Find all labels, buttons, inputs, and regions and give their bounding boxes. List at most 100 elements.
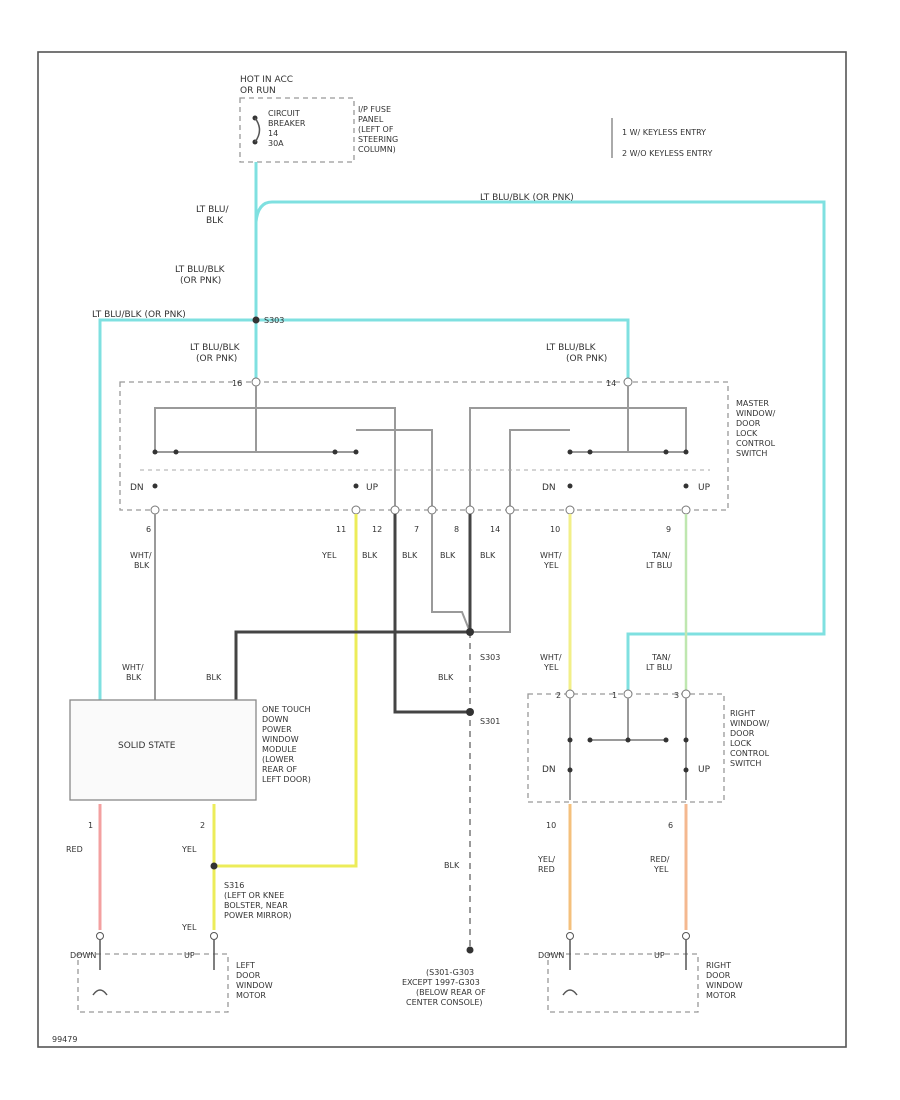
breaker-label-1: CIRCUIT <box>268 109 300 118</box>
color-wht-yel-1b: YEL <box>543 561 559 570</box>
left-motor-1: LEFT <box>236 961 255 970</box>
color-wht-blk-1b: BLK <box>134 561 150 570</box>
wire-label-blk-1: BLK <box>206 216 224 226</box>
module-color-wht-blk-2: BLK <box>126 673 142 682</box>
color-yel-2: YEL <box>181 845 197 854</box>
hot-label-1: HOT IN ACC <box>240 75 293 85</box>
right-switch-5: CONTROL <box>730 749 770 758</box>
pin-12-label: 12 <box>372 525 382 534</box>
legend-2: 2 W/O KEYLESS ENTRY <box>622 149 712 158</box>
wire-label-ltblu-4: LT BLU/BLK <box>546 343 597 353</box>
pin-8-label: 8 <box>454 525 459 534</box>
right-color-wht-yel-2: YEL <box>543 663 559 672</box>
s316-1: S316 <box>224 881 244 890</box>
ip-label-5: COLUMN) <box>358 145 396 154</box>
right-switch-internal <box>569 698 687 800</box>
ip-label-4: STEERING <box>358 135 398 144</box>
wire-label-ltblu-3: LT BLU/BLK <box>190 343 241 353</box>
right-up: UP <box>698 765 711 775</box>
wire-label-orpnk-4: (OR PNK) <box>566 354 607 364</box>
right-switch-box <box>527 693 725 803</box>
master-internal-right <box>469 386 687 510</box>
left-motor-symbol <box>92 940 215 996</box>
right-dn: DN <box>542 765 556 775</box>
wire-label-ltblu-1: LT BLU/ <box>196 205 229 215</box>
right-switch-1: RIGHT <box>730 709 755 718</box>
master-label-6: SWITCH <box>736 449 767 458</box>
pin-6-label: 6 <box>146 525 151 534</box>
one-touch-2: DOWN <box>262 715 288 724</box>
breaker-label-3: 14 <box>268 129 278 138</box>
g301-4: CENTER CONSOLE) <box>406 998 483 1007</box>
master-pin-16 <box>251 377 261 387</box>
right-motor-2: DOOR <box>706 971 731 980</box>
one-touch-5: MODULE <box>262 745 297 754</box>
g301-3: (BELOW REAR OF <box>416 988 486 997</box>
right-motor-pin-b <box>682 932 690 940</box>
pin-11-label: 11 <box>336 525 346 534</box>
s316-4: POWER MIRROR) <box>224 911 292 920</box>
ground-g303 <box>466 946 474 954</box>
wire-module-blk <box>234 630 470 700</box>
color-tan-1: TAN/ <box>651 551 671 560</box>
pin-9-label: 9 <box>666 525 671 534</box>
hot-label-2: OR RUN <box>240 86 276 96</box>
diagram-frame <box>37 51 847 1048</box>
right-motor-3: WINDOW <box>706 981 743 990</box>
right-switch-3: DOOR <box>730 729 755 738</box>
g301-1: (S301-G303 <box>426 968 474 977</box>
feed-wire-top-run <box>254 200 826 690</box>
right-switch-contacts <box>567 737 689 773</box>
master-pin-14 <box>623 377 633 387</box>
right-pin-2-label: 2 <box>556 691 561 700</box>
color-tan-1b: LT BLU <box>646 561 672 570</box>
master-up-left: UP <box>366 483 379 493</box>
one-touch-6: (LOWER <box>262 755 295 764</box>
color-red-yel-2: YEL <box>653 865 669 874</box>
master-switch-contacts <box>152 449 689 489</box>
right-pin-2 <box>565 689 575 699</box>
right-pin-1 <box>623 689 633 699</box>
wire-blk-7 <box>431 514 471 633</box>
feed-wire-s303-right <box>256 318 630 380</box>
breaker-box <box>239 97 355 163</box>
wire-label-top-run: LT BLU/BLK (OR PNK) <box>480 193 574 203</box>
right-motor-symbol <box>562 940 687 996</box>
master-bottom-pins <box>150 505 691 515</box>
color-yel-red-2: RED <box>538 865 555 874</box>
splice-s303-label: S303 <box>264 316 284 325</box>
right-pin-1-label: 1 <box>612 691 617 700</box>
left-motor-box <box>77 953 229 1013</box>
one-touch-4: WINDOW <box>262 735 299 744</box>
wire-blk-14 <box>470 514 511 633</box>
master-switch-box <box>119 381 729 511</box>
right-pin-10-label: 10 <box>546 821 556 830</box>
right-motor-down: DOWN <box>538 951 564 960</box>
master-dn-left: DN <box>130 483 144 493</box>
left-motor-down: DOWN <box>70 951 96 960</box>
one-touch-1: ONE TOUCH <box>262 705 311 714</box>
right-motor-up: UP <box>654 951 665 960</box>
wire-label-left: LT BLU/BLK (OR PNK) <box>92 310 186 320</box>
color-red: RED <box>66 845 83 854</box>
solid-state-module <box>69 699 257 801</box>
right-pin-3 <box>681 689 691 699</box>
right-pin-6-label: 6 <box>668 821 673 830</box>
splice-s303b-label: S303 <box>480 653 500 662</box>
one-touch-3: POWER <box>262 725 292 734</box>
legend-1: 1 W/ KEYLESS ENTRY <box>622 128 706 137</box>
wire-label-ltblu-2: LT BLU/BLK <box>175 265 226 275</box>
right-motor-1: RIGHT <box>706 961 731 970</box>
breaker-label-2: BREAKER <box>268 119 306 128</box>
splice-s301 <box>466 708 474 716</box>
left-motor-3: WINDOW <box>236 981 273 990</box>
right-color-wht-yel-1: WHT/ <box>540 653 562 662</box>
color-blk-4: BLK <box>480 551 496 560</box>
one-touch-7: REAR OF <box>262 765 297 774</box>
s316-2: (LEFT OR KNEE <box>224 891 284 900</box>
footer-code: 99479 <box>52 1035 77 1044</box>
color-blk-5: BLK <box>438 673 454 682</box>
solid-state-label: SOLID STATE <box>118 741 176 751</box>
breaker-symbol <box>254 117 261 143</box>
